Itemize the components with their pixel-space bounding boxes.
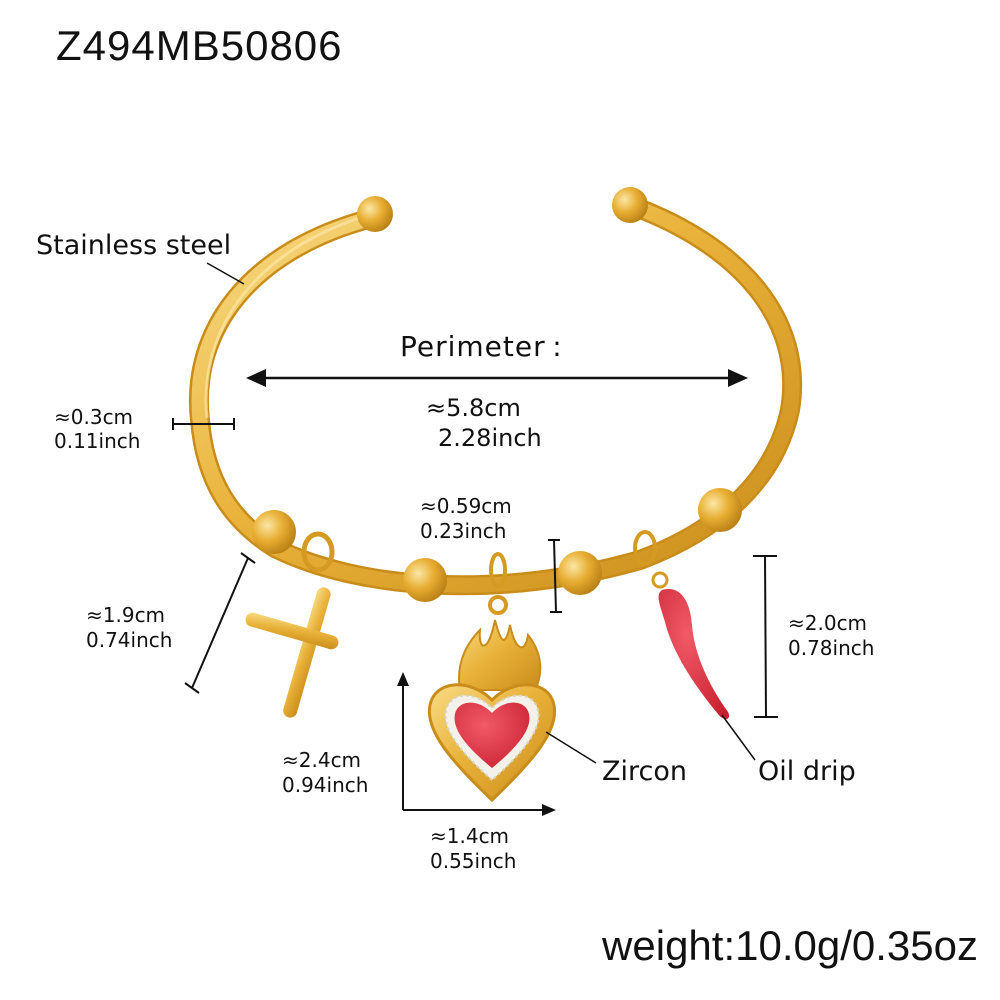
perimeter-inch: 2.28inch: [438, 424, 542, 452]
perimeter-title: Perimeter :: [400, 330, 563, 363]
heart-width-cm: ≈1.4cm: [430, 824, 510, 848]
heart-charm: [427, 552, 557, 803]
cross-length-line: [184, 552, 256, 694]
bead: [403, 558, 447, 602]
product-sku: Z494MB50806: [56, 22, 343, 69]
end-ball-right: [612, 187, 648, 223]
zircon-callout: Zircon: [602, 756, 687, 787]
bangle: [188, 187, 803, 602]
heart-height-cm: ≈2.4cm: [282, 748, 362, 772]
zircon-leader-line: [545, 731, 597, 764]
bead-size-inch: 0.23inch: [420, 519, 507, 543]
bead-size-cm: ≈0.59cm: [420, 494, 512, 518]
chili-charm: [633, 530, 730, 720]
wire-thickness-cm: ≈0.3cm: [54, 405, 134, 429]
cross-length-inch: 0.74inch: [86, 628, 173, 652]
end-ball-left: [357, 196, 393, 232]
wire-thickness-line: [172, 418, 235, 430]
bead-size-line: [548, 539, 562, 613]
chili-length-inch: 0.78inch: [788, 636, 875, 660]
chili-length-line: [753, 555, 778, 718]
wire-thickness-inch: 0.11inch: [54, 429, 141, 453]
bead: [698, 488, 742, 532]
bead: [558, 551, 602, 595]
oil-drip-leader-line: [721, 714, 756, 761]
heart-height-inch: 0.94inch: [282, 773, 369, 797]
heart-dimension-arrows: [397, 672, 556, 816]
cross-length-cm: ≈1.9cm: [86, 603, 166, 627]
cross-charm: [245, 531, 339, 718]
heart-width-inch: 0.55inch: [430, 849, 517, 873]
product-weight: weight:10.0g/0.35oz: [602, 922, 978, 969]
material-callout: Stainless steel: [36, 230, 232, 261]
chili-length-cm: ≈2.0cm: [788, 611, 868, 635]
bead: [252, 510, 296, 554]
perimeter-cm: ≈5.8cm: [426, 394, 521, 422]
oil-drip-callout: Oil drip: [758, 756, 856, 787]
material-leader-line: [206, 262, 245, 285]
